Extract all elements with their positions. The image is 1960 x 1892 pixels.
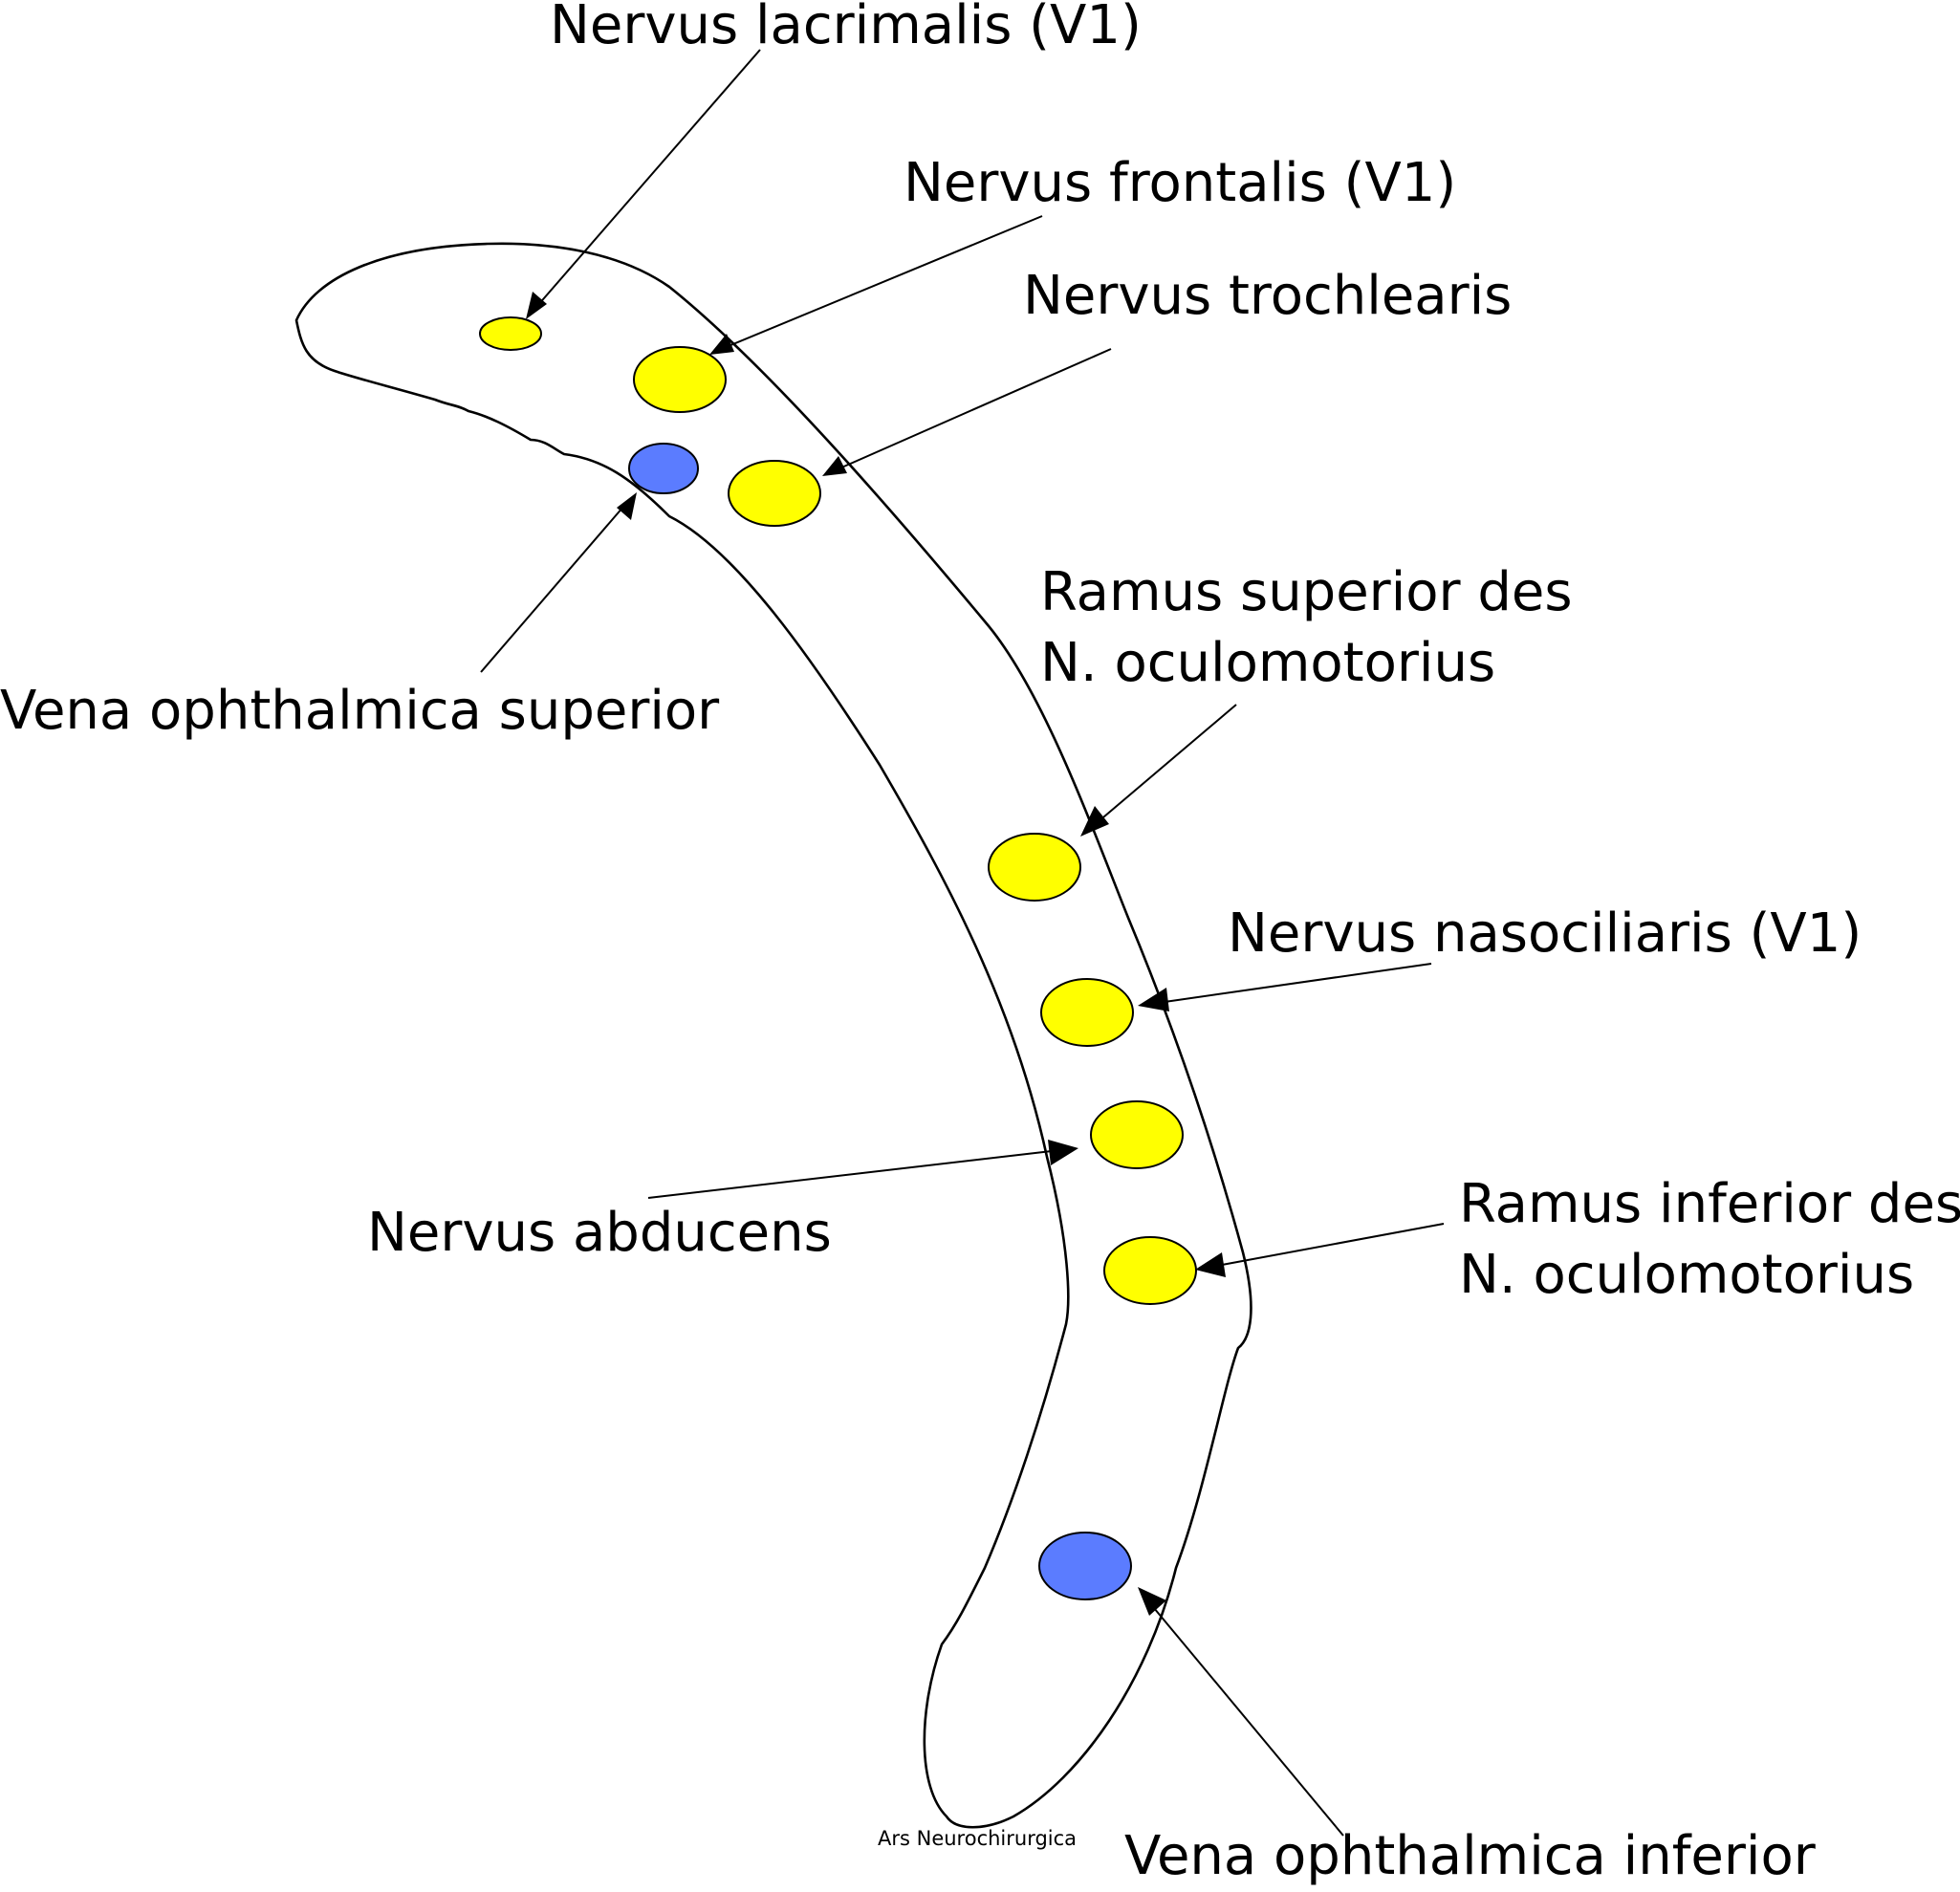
label-nervus-abducens: Nervus abducens [367,1202,832,1264]
leader-trochlearis [822,348,1112,476]
nervus-lacrimalis-dot [479,316,542,351]
label-ramus-inferior-line2: N. oculomotorius [1459,1244,1914,1306]
label-vena-ophthalmica-superior: Vena ophthalmica superior [0,680,720,742]
label-ramus-inferior-line1: Ramus inferior des [1459,1173,1960,1235]
leader-abducens [647,1140,1078,1199]
label-nervus-lacrimalis: Nervus lacrimalis (V1) [550,0,1142,56]
nervus-abducens-dot [1090,1100,1184,1169]
nervus-nasociliaris-dot [1040,978,1134,1047]
nervus-trochlearis-dot [728,460,821,527]
credit-text: Ars Neurochirurgica [878,1827,1077,1850]
leader-nasociliaris [1138,963,1432,1011]
label-nervus-nasociliaris: Nervus nasociliaris (V1) [1228,903,1862,965]
nervus-frontalis-dot [633,346,727,413]
leader-vena-superior [480,492,637,673]
label-nervus-frontalis: Nervus frontalis (V1) [904,152,1456,214]
ramus-superior-dot [988,833,1081,902]
leader-ramus-inferior [1195,1223,1445,1277]
leader-vena-inferior [1138,1587,1344,1837]
leader-lacrimalis [526,49,761,319]
label-nervus-trochlearis: Nervus trochlearis [1023,265,1512,327]
vena-ophthalmica-inferior-dot [1038,1532,1132,1600]
vena-ophthalmica-superior-dot [628,443,699,494]
label-ramus-superior-line2: N. oculomotorius [1040,632,1495,694]
label-vena-ophthalmica-inferior: Vena ophthalmica inferior [1124,1825,1817,1887]
leader-frontalis [709,215,1043,355]
leader-ramus-superior [1080,704,1237,837]
ramus-inferior-dot [1103,1236,1197,1305]
label-ramus-superior-line1: Ramus superior des [1040,561,1573,623]
